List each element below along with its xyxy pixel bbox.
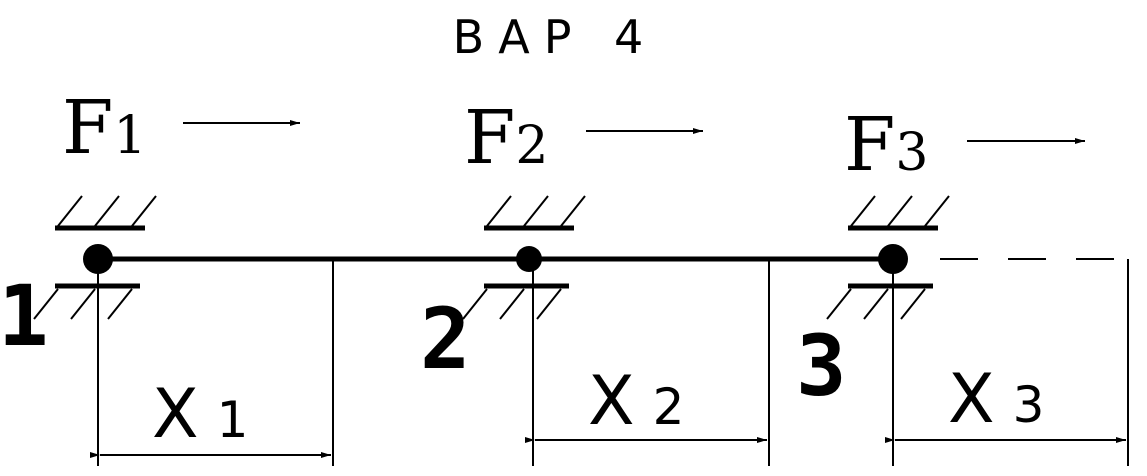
guide-top-3 bbox=[848, 195, 950, 231]
force-label-2: F2 bbox=[464, 95, 548, 181]
force-label-3: F3 bbox=[844, 102, 928, 188]
guide-top-1 bbox=[55, 195, 157, 231]
node-number-2: 2 bbox=[420, 290, 471, 388]
guide-bottom-2 bbox=[462, 283, 569, 320]
node-number-3: 3 bbox=[796, 317, 847, 415]
guide-bottom-3 bbox=[826, 283, 933, 320]
joint-2 bbox=[516, 246, 542, 272]
node-number-1: 1 bbox=[0, 267, 49, 365]
guide-bottom-1 bbox=[33, 283, 140, 320]
force-label-1: F1 bbox=[62, 85, 146, 171]
guide-top-2 bbox=[484, 195, 586, 231]
diagram-title: ВАР 4 bbox=[453, 10, 658, 64]
